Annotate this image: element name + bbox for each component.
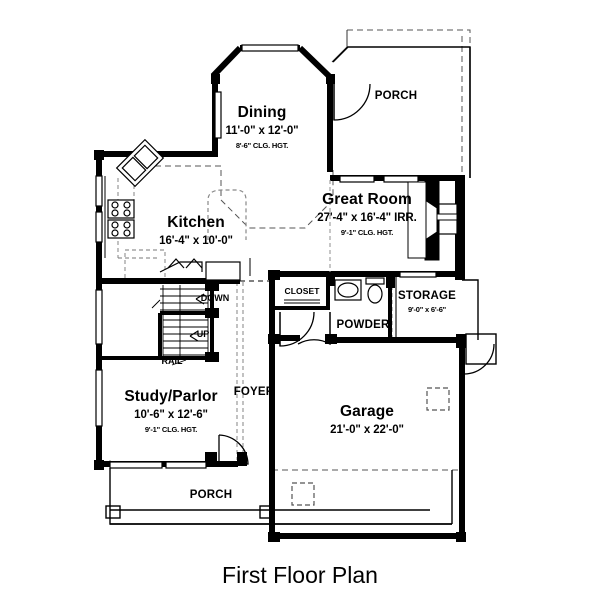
garage-columns: [291, 387, 450, 506]
great-room-fireplace: [407, 179, 458, 261]
door-swings: [218, 83, 495, 465]
page-title: First Floor Plan: [222, 562, 378, 588]
misc-detail-lines: [240, 180, 397, 346]
staircase: [151, 283, 209, 366]
porch-outlines: [105, 46, 497, 525]
garage-column-2: [291, 482, 315, 506]
garage-column-1: [426, 387, 450, 411]
kitchen-fixtures: [104, 138, 247, 281]
windows: [95, 44, 458, 469]
closet-shelf: [284, 299, 320, 304]
powder-fixtures: [334, 277, 385, 304]
light-structure-lines: [331, 30, 462, 179]
